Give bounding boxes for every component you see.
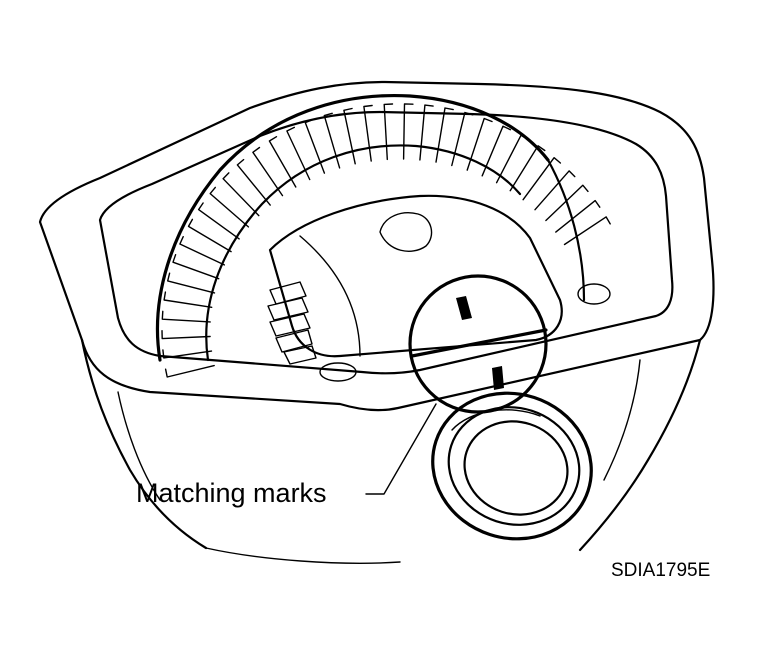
callout-leader-line [365,403,437,495]
differential-case-edge [299,235,361,357]
matching-mark-lower [492,366,504,390]
case-window [379,212,433,252]
ring-gear-tooth [161,310,211,323]
ring-gear-tooth [164,364,215,378]
figure-id-label: SDIA1795E [611,560,711,581]
pinion-bore-inner [463,420,569,516]
pinion-bore-outer [431,391,593,541]
ring-gear-tooth [466,117,493,171]
ring-gear-tooth [534,170,576,211]
side-gear-left [267,281,317,365]
ring-gear-tooth [563,216,611,246]
callout-split-line [410,328,548,358]
matching-mark-upper [456,296,472,320]
ring-gear-tooth [545,184,589,222]
matching-marks-callout-circle [408,274,548,414]
ring-gear-tooth [197,202,240,240]
ring-gear-tooth [172,254,220,280]
ring-gear-inner [205,144,522,362]
ring-gear-tooth [187,218,232,253]
ring-gear-tooth [343,107,356,165]
differential-case [268,194,563,358]
ring-gear-tooth [161,330,211,340]
pinion-bore-middle [447,406,581,526]
housing-inner-rim [98,110,674,375]
ring-gear-tooth [451,111,474,167]
ring-gear-tooth [236,158,271,206]
ring-gear-tooth [402,103,414,160]
ring-gear-tooth [163,291,213,308]
ring-gear-tooth [419,104,434,161]
ring-gear-tooth [323,112,341,169]
ring-gear-tooth [222,172,260,217]
housing-body-seam-right [603,359,641,481]
ring-gear-tooth [522,157,562,201]
pinion-shaft-end-2 [319,362,357,382]
ring-gear-teeth [161,103,611,378]
ring-gear-tooth [383,103,394,161]
ring-gear-tooth [286,126,311,181]
housing-body-seam [117,391,161,501]
housing-bottom-edge [205,547,401,564]
ring-gear-tooth [509,145,546,192]
pinion-shaft-end [577,283,611,305]
ring-gear-tooth [555,199,601,233]
pinion-bore-shadow [451,409,541,431]
housing-body-left [80,338,208,550]
ring-gear-tooth [209,186,250,228]
ring-gear-tooth [252,146,284,197]
ring-gear-tooth [162,349,213,359]
ring-gear-right-flank [546,158,586,302]
ring-gear-tooth [363,104,373,162]
housing-outer-rim [38,80,715,412]
ring-gear-tooth [268,136,297,188]
matching-marks-label: Matching marks [136,478,327,508]
ring-gear-tooth [435,107,454,163]
ring-gear-tooth [179,236,225,266]
housing-body-right [578,338,702,552]
ring-gear-outer [156,93,550,362]
ring-gear-tooth [167,272,216,294]
ring-gear-tooth [481,125,512,177]
